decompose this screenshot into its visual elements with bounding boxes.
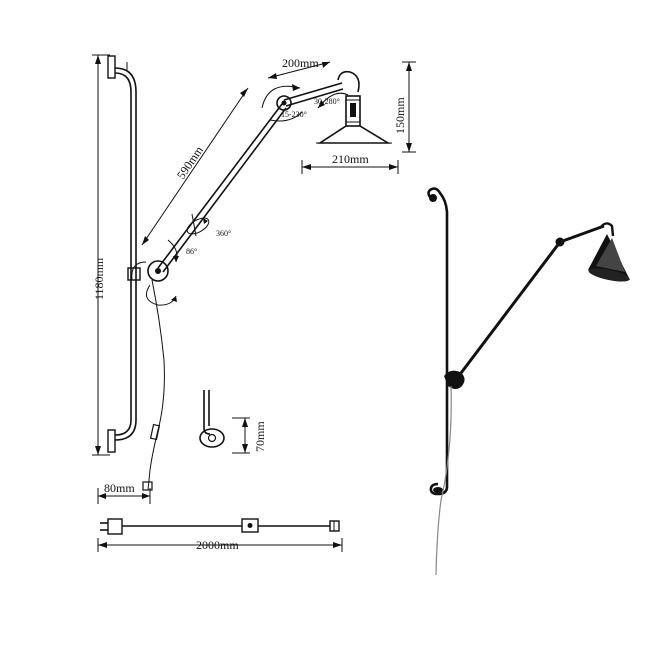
short-arm-dimension: 200mm [267, 56, 331, 79]
arm-rotation-marks: 360° 86° [167, 213, 231, 263]
power-cable [147, 279, 165, 491]
cable-plug [142, 481, 153, 491]
short-arm [283, 82, 344, 107]
elbow-joint: 15-230° [261, 84, 307, 122]
shade-height-dimension: 150mm [393, 61, 416, 153]
height-dimension: 1180mm [92, 54, 110, 456]
bracket-height-label: 70mm [253, 421, 267, 452]
pivot-joint [127, 260, 177, 306]
wall-rail [107, 55, 137, 453]
arm-tilt-label: 86° [186, 247, 197, 256]
elbow-range-label: 15-230° [281, 110, 307, 119]
cable-length-dimension: 2000mm [97, 538, 343, 552]
lamp-shade: 30-280° [314, 70, 392, 144]
cable-diagram [100, 518, 340, 535]
shade-tilt-label: 30-280° [314, 97, 340, 106]
technical-drawing: 1180mm [92, 54, 416, 552]
wall-bracket-detail: 70mm [199, 390, 267, 454]
long-arm [157, 103, 287, 273]
shade-height-label: 150mm [393, 97, 407, 134]
bracket-offset-dimension: 80mm [97, 481, 151, 504]
arm-rotation-label: 360° [216, 229, 231, 238]
shade-width-label: 210mm [332, 152, 369, 166]
arm-length-label: 590mm [174, 143, 206, 182]
shade-width-dimension: 210mm [301, 152, 399, 174]
cable-length-label: 2000mm [196, 538, 239, 552]
bracket-offset-label: 80mm [104, 481, 135, 495]
product-photo [427, 187, 630, 576]
arm-dimension: 590mm [141, 87, 249, 246]
cable-switch [149, 423, 161, 441]
short-arm-label: 200mm [282, 56, 319, 70]
height-label: 1180mm [92, 257, 106, 300]
